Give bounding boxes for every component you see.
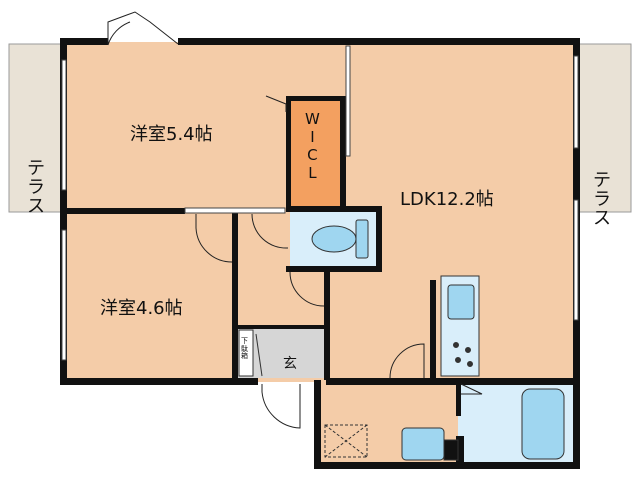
room-label-entrance: 玄 <box>283 356 297 372</box>
terrace-right-char-1: テ <box>593 170 611 191</box>
wic-letter-3: C <box>307 146 318 164</box>
floor-western-room-b <box>63 212 238 382</box>
terrace-right-char-3: ス <box>593 207 611 229</box>
windows <box>61 45 579 361</box>
door-swings <box>107 11 483 429</box>
terrace-label-right: テ ラ ス <box>593 170 611 229</box>
shoe-storage-char-1: 下 <box>241 337 248 345</box>
room-label-western-a: 洋室5.4帖 <box>130 124 213 145</box>
wic-letter-2: I <box>310 128 315 146</box>
terrace-left-char-2: ラ <box>27 176 45 198</box>
terrace-left <box>8 43 64 213</box>
interior-walls <box>60 96 464 466</box>
terrace-label-left: テ ラ ス <box>27 158 45 217</box>
shoe-storage-label: 下 駄 箱 <box>241 337 248 361</box>
terrace-right-char-2: ラ <box>593 188 611 210</box>
terrace-left-char-3: ス <box>27 195 45 217</box>
room-label-ldk: LDK12.2帖 <box>400 189 494 210</box>
wic-label: W I C L <box>305 110 320 182</box>
floor-wic <box>290 100 342 206</box>
washroom-fixtures <box>324 388 565 461</box>
terrace-right <box>575 43 632 213</box>
shoe-storage-char-2: 駄 <box>241 344 248 353</box>
room-label-western-b: 洋室4.6帖 <box>100 298 183 319</box>
terrace-left-char-1: テ <box>27 158 45 179</box>
kitchen-counter <box>440 275 480 377</box>
shoe-storage-box <box>238 329 254 377</box>
toilet-fixture <box>311 219 369 259</box>
wic-letter-1: W <box>305 110 320 128</box>
wic-letter-4: L <box>308 164 317 182</box>
shoe-storage-char-3: 箱 <box>241 352 248 361</box>
entrance-line <box>255 333 263 377</box>
